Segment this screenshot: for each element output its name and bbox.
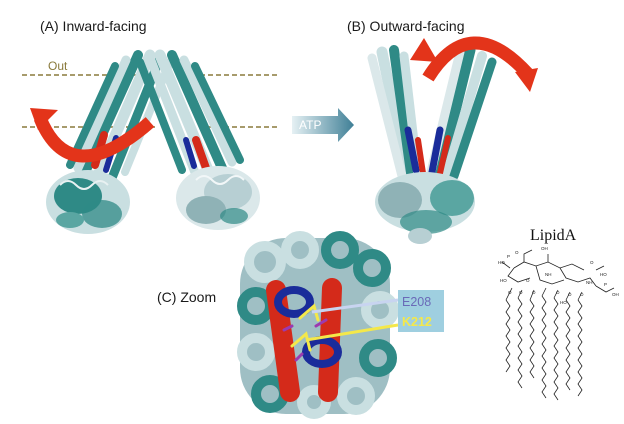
panel-c-label: (C) Zoom xyxy=(157,289,216,305)
chem-label: HO xyxy=(560,300,567,305)
chem-label: OH xyxy=(541,246,548,251)
residue-callouts xyxy=(305,290,444,342)
chem-label: HO xyxy=(498,260,505,265)
chem-label: O xyxy=(568,292,572,297)
chem-label: O xyxy=(590,260,594,265)
flip-arrow-a xyxy=(30,108,155,163)
chem-label: P xyxy=(604,282,607,287)
chem-label: O xyxy=(580,292,584,297)
inward-left-nbd xyxy=(46,170,130,234)
chem-label: NH xyxy=(586,280,593,285)
chem-label: O xyxy=(508,290,512,295)
chem-label: O xyxy=(515,250,519,255)
residue-label-e208: E208 xyxy=(402,295,431,309)
chem-label: O xyxy=(519,290,523,295)
panel-a: (A) Inward-facing Out xyxy=(22,18,278,234)
atp-label: ATP xyxy=(299,118,321,132)
membrane-out-label: Out xyxy=(48,59,68,73)
inward-right-nbd xyxy=(176,166,260,230)
lipid-a-structure: LipidA xyxy=(498,227,619,401)
lipid-a-backbone xyxy=(501,249,615,293)
residue-label-k212: K212 xyxy=(402,315,432,329)
atp-arrow: ATP xyxy=(292,108,354,142)
lipid-a-title: LipidA xyxy=(530,227,577,244)
panel-b: (B) Outward-facing xyxy=(347,18,538,244)
chem-label: OH xyxy=(612,292,619,297)
chem-label: NH xyxy=(545,272,552,277)
chem-label: HO xyxy=(500,278,507,283)
panel-a-label: (A) Inward-facing xyxy=(40,18,147,34)
flip-arrow-b xyxy=(410,36,538,92)
outward-helices xyxy=(367,44,497,186)
chem-label: HO xyxy=(600,272,607,277)
panel-c: (C) Zoom xyxy=(157,231,444,419)
lipid-a-acyl-chains xyxy=(505,287,583,401)
panel-b-label: (B) Outward-facing xyxy=(347,18,464,34)
zoom-view xyxy=(237,231,399,419)
chem-label: O xyxy=(556,290,560,295)
chem-label: O xyxy=(526,278,530,283)
outward-nbd-dimer xyxy=(375,172,475,244)
chem-label: P xyxy=(507,254,510,259)
chem-label: O xyxy=(532,290,536,295)
inward-right-helices xyxy=(136,49,244,180)
